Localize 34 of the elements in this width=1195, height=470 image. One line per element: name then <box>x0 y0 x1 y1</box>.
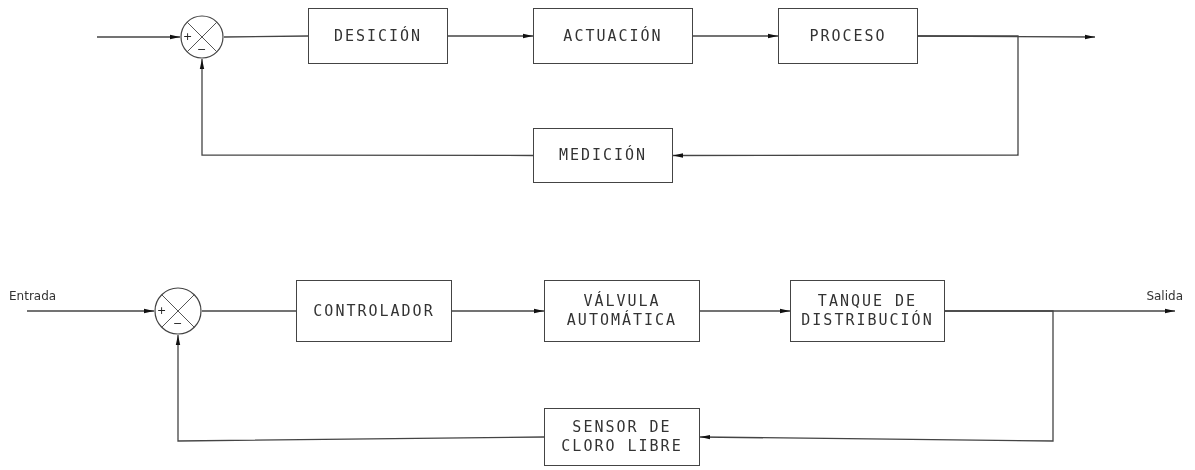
arrow <box>199 58 534 157</box>
arrow <box>26 308 155 314</box>
arrow <box>175 334 545 442</box>
block-box <box>544 280 700 342</box>
block-label: ACTUACIÓN <box>562 26 664 46</box>
arrow <box>692 33 779 39</box>
minus-sign: − <box>197 44 207 55</box>
block-label: VÁLVULA AUTOMÁTICA <box>565 292 679 330</box>
plus-sign: + <box>183 31 193 42</box>
block-label: DESICIÓN <box>332 26 424 46</box>
block-box <box>790 280 945 342</box>
edge-label: Salida <box>1144 289 1185 303</box>
block-box <box>778 8 918 64</box>
arrow <box>447 33 534 39</box>
summing-junction <box>154 287 202 335</box>
minus-sign: − <box>173 318 183 329</box>
block-label: TANQUE DE DISTRIBUCIÓN <box>800 292 935 330</box>
arrow <box>699 310 1054 442</box>
block-label: MEDICIÓN <box>557 146 649 165</box>
edge-label: Entrada <box>7 289 59 303</box>
block-box <box>308 8 448 64</box>
block-box <box>296 280 452 342</box>
arrow <box>699 308 791 314</box>
block-label: SENSOR DE CLORO LIBRE <box>560 418 684 456</box>
arrow <box>672 35 1019 158</box>
block-box <box>544 408 700 466</box>
block-box <box>533 128 673 183</box>
block-label: PROCESO <box>808 26 888 46</box>
summing-junction <box>180 15 224 59</box>
block-box <box>533 8 693 64</box>
plus-sign: + <box>157 305 167 316</box>
block-label: CONTROLADOR <box>312 301 436 321</box>
arrow <box>451 308 545 314</box>
arrow <box>96 34 181 40</box>
